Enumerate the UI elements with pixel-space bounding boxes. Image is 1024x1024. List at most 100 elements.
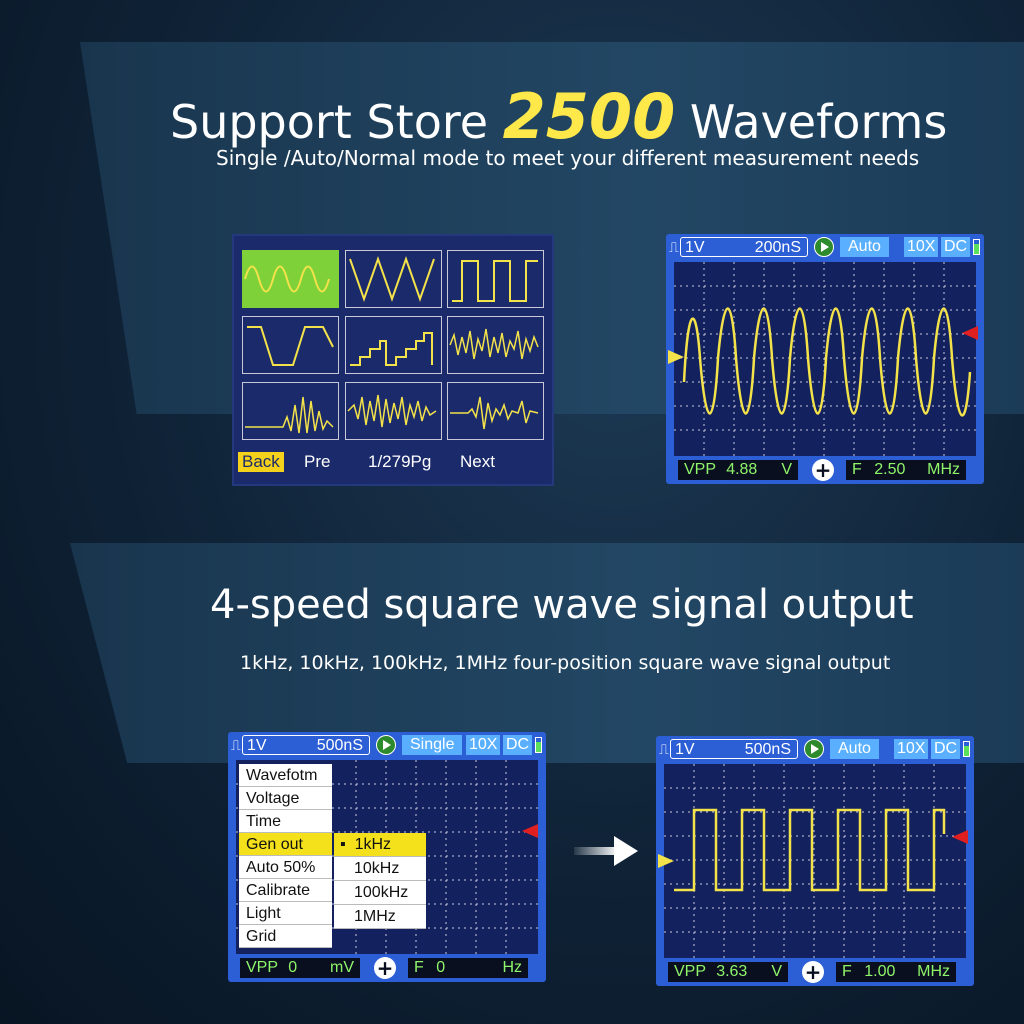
freq-readout: F 0 Hz: [408, 958, 528, 978]
page-indicator: 1/279Pg: [368, 452, 432, 471]
coupling-setting[interactable]: DC: [503, 735, 533, 755]
vpp-value: 0: [288, 959, 298, 976]
status-pill: 1V 200nS: [680, 237, 808, 257]
run-icon[interactable]: [376, 735, 396, 755]
title-number: 2500: [502, 80, 676, 153]
freq-unit: MHz: [917, 963, 950, 980]
add-icon[interactable]: +: [374, 957, 396, 979]
menu-item-time[interactable]: Time: [239, 810, 332, 833]
waveform-thumb-trapezoid[interactable]: [242, 316, 339, 374]
vpp-label: VPP: [674, 963, 706, 980]
waveform-library-screen: Back Pre 1/279Pg Next: [232, 234, 554, 486]
trigger-mode[interactable]: Auto: [830, 739, 879, 759]
volt-div[interactable]: 1V: [247, 737, 267, 754]
time-div[interactable]: 500nS: [316, 737, 363, 754]
section2-title: 4-speed square wave signal output: [210, 582, 914, 628]
vpp-readout: VPP 4.88 V: [678, 460, 798, 480]
status-pill: 1V 500nS: [670, 739, 798, 759]
freq-label: F: [852, 461, 862, 478]
vpp-readout: VPP 0 mV: [240, 958, 360, 978]
transition-arrow-icon: [574, 836, 638, 866]
menu-item-voltage[interactable]: Voltage: [239, 787, 332, 810]
section1-subtitle: Single /Auto/Normal mode to meet your di…: [216, 146, 920, 170]
waveform-thumb-noise[interactable]: [447, 316, 544, 374]
title-pre: Support Store: [170, 95, 489, 149]
freq-readout: F 1.00 MHz: [836, 962, 956, 982]
submenu-item-1khz[interactable]: ▪ 1kHz: [334, 833, 426, 857]
vpp-unit: V: [771, 963, 782, 980]
menu-item-gen-out[interactable]: Gen out: [239, 833, 332, 856]
vpp-label: VPP: [684, 461, 716, 478]
submenu-item-1mhz[interactable]: 1MHz: [334, 905, 426, 929]
section1-title: Support Store 2500 Waveforms: [170, 80, 947, 153]
add-icon[interactable]: +: [802, 961, 824, 983]
volt-div[interactable]: 1V: [685, 239, 705, 256]
square-trace: [674, 808, 946, 892]
section2-subtitle: 1kHz, 10kHz, 100kHz, 1MHz four-position …: [240, 652, 891, 674]
menu-item-auto-50[interactable]: Auto 50%: [239, 856, 332, 879]
battery-icon: [973, 239, 980, 255]
gen-out-submenu: ▪ 1kHz 10kHz 100kHz 1MHz: [334, 833, 426, 929]
trigger-level-marker-icon: [522, 824, 538, 838]
trigger-mode[interactable]: Auto: [840, 237, 889, 257]
vpp-unit: V: [781, 461, 792, 478]
status-pill: 1V 500nS: [242, 735, 370, 755]
probe-setting[interactable]: 10X: [904, 237, 939, 257]
time-div[interactable]: 200nS: [754, 239, 801, 256]
time-div[interactable]: 500nS: [744, 741, 791, 758]
trigger-level-marker-icon: [962, 326, 978, 340]
menu-item-calibrate[interactable]: Calibrate: [239, 879, 332, 902]
scope-screen-menu: ⎍ 1V 500nS Single 10X DC Wavefotm Voltag…: [228, 732, 546, 982]
probe-setting[interactable]: 10X: [894, 739, 929, 759]
waveform-grid: [674, 262, 976, 456]
menu-item-waveform[interactable]: Wavefotm: [239, 764, 332, 787]
freq-value: 0: [436, 959, 446, 976]
freq-unit: MHz: [927, 461, 960, 478]
waveform-thumb-sine[interactable]: [242, 250, 339, 308]
scope-screen-sine: ⎍ 1V 200nS Auto 10X DC VPP 4.88 V + F 2.: [666, 234, 984, 484]
title-post: Waveforms: [689, 95, 948, 149]
settings-menu: Wavefotm Voltage Time Gen out Auto 50% C…: [239, 764, 332, 948]
scope-screen-square: ⎍ 1V 500nS Auto 10X DC VPP 3.63 V + F 1.: [656, 736, 974, 986]
battery-icon: [963, 741, 970, 757]
menu-item-grid[interactable]: Grid: [239, 925, 332, 948]
battery-icon: [535, 737, 542, 753]
submenu-item-10khz[interactable]: 10kHz: [334, 857, 426, 881]
waveform-thumb-modulated[interactable]: [345, 382, 442, 440]
waveform-thumb-damped[interactable]: [447, 382, 544, 440]
menu-item-light[interactable]: Light: [239, 902, 332, 925]
run-icon[interactable]: [814, 237, 834, 257]
ch1-level-marker-icon: [668, 350, 684, 364]
submenu-item-100khz[interactable]: 100kHz: [334, 881, 426, 905]
sine-trace: [682, 307, 972, 417]
freq-label: F: [414, 959, 424, 976]
selected-bullet-icon: ▪: [340, 836, 346, 853]
waveform-thumb-burst[interactable]: [242, 382, 339, 440]
waveform-thumb-staircase[interactable]: [345, 316, 442, 374]
freq-readout: F 2.50 MHz: [846, 460, 966, 480]
probe-setting[interactable]: 10X: [466, 735, 501, 755]
add-icon[interactable]: +: [812, 459, 834, 481]
vpp-value: 4.88: [726, 461, 758, 478]
waveform-thumb-triangle[interactable]: [345, 250, 442, 308]
bottom-bar: VPP 3.63 V + F 1.00 MHz: [656, 960, 974, 984]
coupling-setting[interactable]: DC: [931, 739, 961, 759]
bottom-bar: VPP 0 mV + F 0 Hz: [228, 956, 546, 980]
top-bar: ⎍ 1V 500nS Auto 10X DC: [656, 736, 974, 762]
vpp-value: 3.63: [716, 963, 748, 980]
trigger-mode[interactable]: Single: [402, 735, 463, 755]
volt-div[interactable]: 1V: [675, 741, 695, 758]
trigger-edge-icon: ⎍: [659, 741, 669, 757]
next-button[interactable]: Next: [460, 452, 495, 471]
prev-button[interactable]: Pre: [304, 452, 331, 471]
run-icon[interactable]: [804, 739, 824, 759]
back-button[interactable]: Back: [238, 452, 284, 472]
freq-unit: Hz: [502, 959, 522, 976]
freq-value: 2.50: [874, 461, 906, 478]
trigger-edge-icon: ⎍: [231, 737, 241, 753]
vpp-unit: mV: [330, 959, 354, 976]
coupling-setting[interactable]: DC: [941, 237, 971, 257]
ch1-level-marker-icon: [658, 854, 674, 868]
waveform-thumb-square[interactable]: [447, 250, 544, 308]
submenu-item-1khz-label: 1kHz: [354, 836, 392, 853]
